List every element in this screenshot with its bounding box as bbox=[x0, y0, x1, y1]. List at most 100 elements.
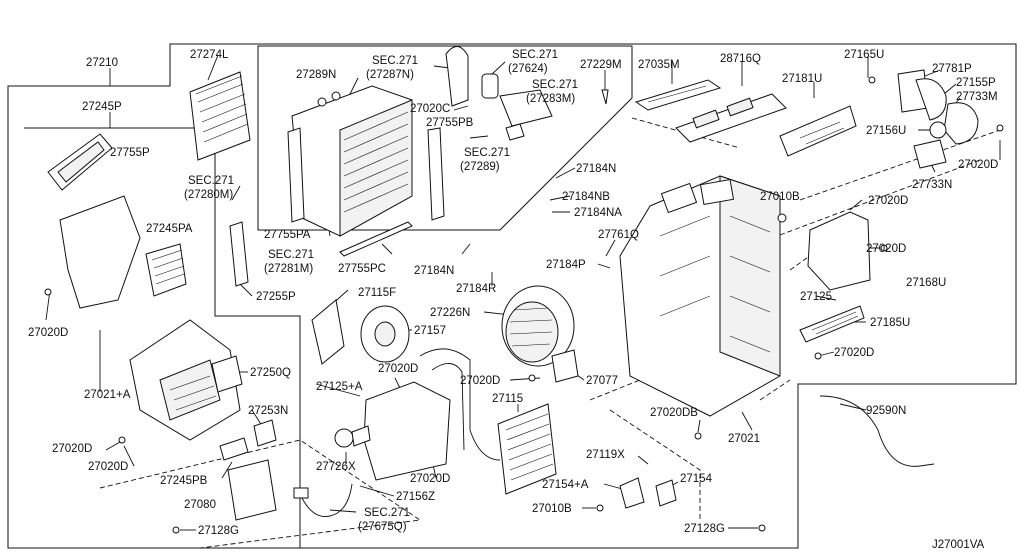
label-27168U: 27168U bbox=[906, 277, 946, 289]
label-27021: 27021 bbox=[728, 433, 760, 445]
label-27115: 27115 bbox=[492, 393, 523, 405]
evaporator-27289N bbox=[291, 85, 413, 237]
label-27156Z: 27156Z bbox=[396, 491, 435, 503]
label-27020D-r4: 27020D bbox=[834, 347, 874, 359]
label-27125: 27125 bbox=[800, 291, 832, 303]
heater-housing-27021 bbox=[619, 175, 781, 417]
label-27755PC: 27755PC bbox=[338, 263, 386, 275]
seal-27245PB bbox=[219, 437, 249, 461]
label-27021-A: 27021+A bbox=[84, 389, 131, 401]
label-27726X: 27726X bbox=[316, 461, 356, 473]
blower-case-27125A bbox=[363, 381, 451, 481]
label-27755P: 27755P bbox=[110, 147, 150, 159]
label-27119X: 27119X bbox=[586, 449, 625, 461]
label-27184NB: 27184NB bbox=[562, 191, 610, 203]
label-27154-A: 27154+A bbox=[542, 479, 589, 491]
label-27020D-l1: 27020D bbox=[28, 327, 68, 339]
label-27020DB: 27020DB bbox=[650, 407, 698, 419]
label-27165U: 27165U bbox=[844, 49, 884, 61]
label-27184P: 27184P bbox=[546, 259, 586, 271]
component-drawings bbox=[44, 46, 1004, 534]
label-27020D-l3: 27020D bbox=[88, 461, 128, 473]
assembly-outline bbox=[7, 43, 1017, 549]
actuator-27155P bbox=[915, 78, 947, 121]
label-sec271-27624-b: (27624) bbox=[508, 63, 548, 75]
label-27184N-top: 27184N bbox=[576, 163, 616, 175]
label-27733M: 27733M bbox=[956, 91, 998, 103]
label-27245P: 27245P bbox=[82, 101, 122, 113]
label-27761Q: 27761Q bbox=[598, 229, 639, 241]
duct-27755P bbox=[47, 133, 113, 191]
fan-27157 bbox=[360, 305, 410, 363]
actuator-27733N bbox=[913, 139, 947, 169]
label-27020C: 27020C bbox=[410, 103, 450, 115]
label-27155P: 27155P bbox=[956, 77, 996, 89]
label-28716Q: 28716Q bbox=[720, 53, 761, 65]
sensor-wire-27675Q bbox=[299, 483, 353, 517]
label-27781P: 27781P bbox=[932, 63, 972, 75]
actuator-27733M bbox=[943, 102, 979, 145]
seal-27755PC bbox=[339, 221, 413, 257]
actuator-27250Q bbox=[211, 355, 243, 393]
valve-27624 bbox=[481, 73, 499, 99]
label-sec271-27287N-a: SEC.271 bbox=[372, 55, 418, 67]
label-sec271-27287N-b: (27287N) bbox=[366, 69, 414, 81]
label-sec271-27675Q-b: (27675Q) bbox=[358, 521, 407, 533]
part-labels: 27210 27245P 27274L 27289N SEC.271 (2728… bbox=[28, 49, 998, 551]
label-27020D-l2: 27020D bbox=[52, 443, 92, 455]
seal-27755PA bbox=[287, 127, 305, 223]
leader-lines bbox=[45, 54, 1001, 531]
label-27154: 27154 bbox=[680, 473, 713, 485]
label-27020D-c3: 27020D bbox=[410, 473, 450, 485]
motor-27080 bbox=[227, 459, 277, 521]
label-27020D-c1: 27020D bbox=[378, 363, 418, 375]
label-27020D-c2: 27020D bbox=[460, 375, 500, 387]
label-27020D-r3: 27020D bbox=[866, 243, 906, 255]
label-27010B-top: 27010B bbox=[760, 191, 800, 203]
label-27077: 27077 bbox=[586, 375, 618, 387]
duct-27245P bbox=[59, 195, 141, 309]
label-27020D-r2: 27020D bbox=[868, 195, 908, 207]
label-27115F: 27115F bbox=[358, 287, 396, 299]
label-sec271-27283M-b: (27283M) bbox=[526, 93, 575, 105]
motor-27156U bbox=[929, 121, 947, 139]
resistor-27077 bbox=[551, 349, 579, 383]
label-27128G-l: 27128G bbox=[198, 525, 239, 537]
label-27080: 27080 bbox=[184, 499, 216, 511]
label-sec271-27280M-a: SEC.271 bbox=[188, 175, 234, 187]
label-27274L: 27274L bbox=[190, 49, 229, 61]
label-27253N: 27253N bbox=[248, 405, 288, 417]
label-27755PB: 27755PB bbox=[426, 117, 474, 129]
label-27184R: 27184R bbox=[456, 283, 496, 295]
label-27250Q: 27250Q bbox=[250, 367, 291, 379]
sensor-27289 bbox=[505, 123, 525, 141]
grille-27185U bbox=[799, 305, 865, 343]
label-27733N: 27733N bbox=[912, 179, 952, 191]
label-27255P: 27255P bbox=[256, 291, 296, 303]
bracket-27255P bbox=[229, 221, 249, 287]
label-27184NA: 27184NA bbox=[574, 207, 622, 219]
label-27185U: 27185U bbox=[870, 317, 910, 329]
label-sec271-27624-a: SEC.271 bbox=[512, 49, 558, 61]
pipe-27287N bbox=[445, 46, 469, 107]
label-27289N: 27289N bbox=[296, 69, 336, 81]
actuator-27181U bbox=[779, 105, 857, 157]
duct-28716Q bbox=[675, 93, 787, 143]
label-27128G-r: 27128G bbox=[684, 523, 725, 535]
screws bbox=[44, 76, 1004, 534]
label-sec271-27281M-b: (27281M) bbox=[264, 263, 313, 275]
label-27245PA: 27245PA bbox=[146, 223, 193, 235]
valve-27726X bbox=[334, 425, 371, 448]
drain-hose-92590N bbox=[819, 395, 935, 467]
label-sec271-27281M-a: SEC.271 bbox=[268, 249, 314, 261]
label-27226N: 27226N bbox=[430, 307, 470, 319]
grille-27245PA bbox=[145, 243, 187, 297]
heater-pipe bbox=[419, 348, 501, 461]
intake-unit-27021A bbox=[129, 319, 241, 441]
diagram-code: J27001VA bbox=[932, 539, 985, 551]
label-27035M: 27035M bbox=[638, 59, 680, 71]
label-27210: 27210 bbox=[86, 57, 118, 69]
label-27229M: 27229M bbox=[580, 59, 622, 71]
label-sec271-27280M-b: (27280M) bbox=[184, 189, 233, 201]
label-27156U: 27156U bbox=[866, 125, 906, 137]
